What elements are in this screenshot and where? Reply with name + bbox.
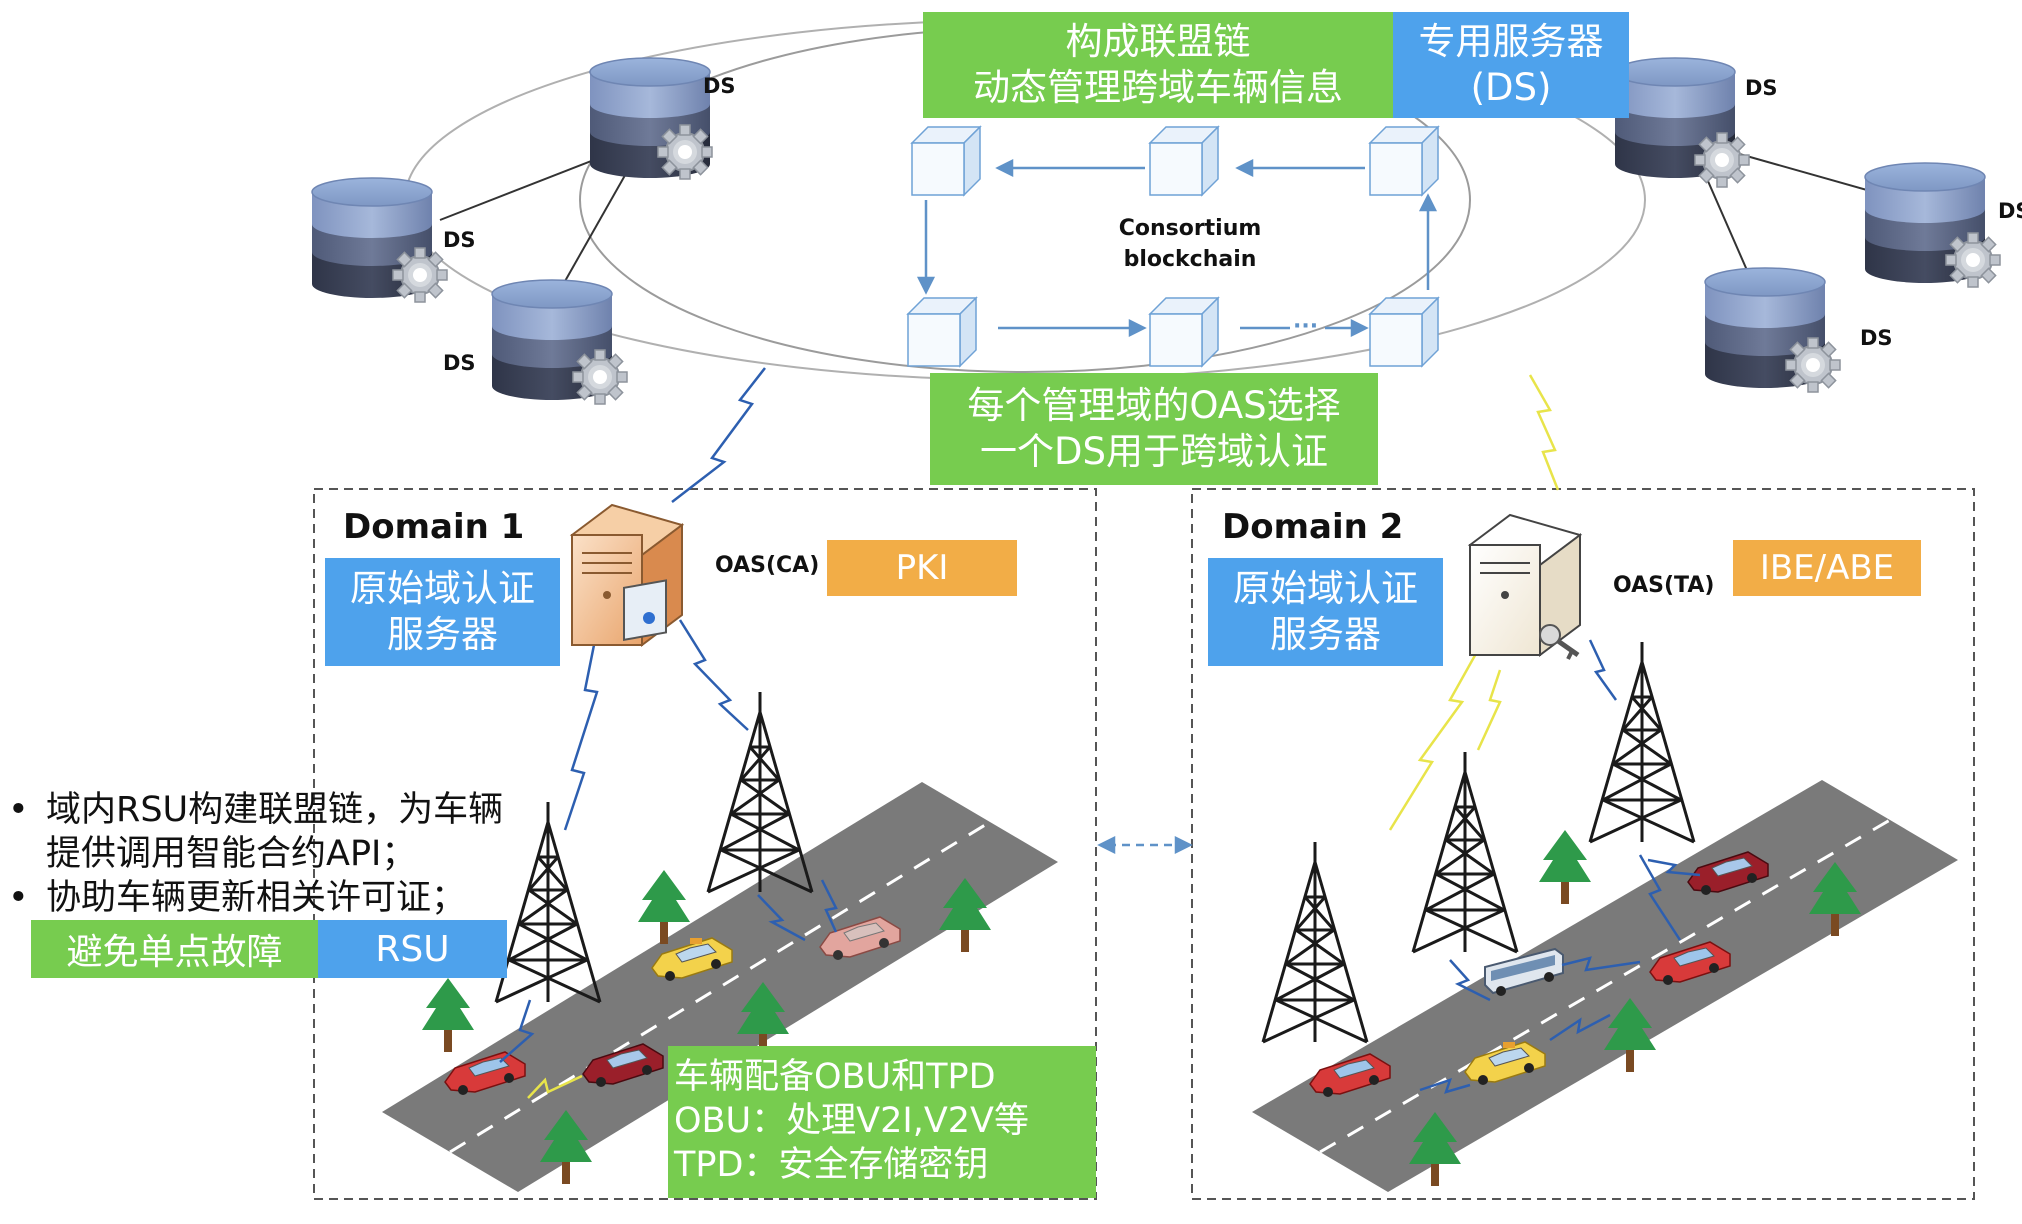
oas-ta-label: OAS(TA) xyxy=(1613,573,1714,598)
ds-database-icon[interactable] xyxy=(1614,57,1750,188)
ds-database-icon[interactable] xyxy=(1864,162,2001,288)
blockchain-block-icon xyxy=(1369,297,1439,367)
ds-database-icon[interactable] xyxy=(1704,267,1841,393)
callout-line: 服务器 xyxy=(1270,613,1381,656)
blockchain-block-icon xyxy=(1149,126,1219,196)
callout-line: 一个DS用于跨域认证 xyxy=(980,430,1328,473)
ds-database-icon[interactable] xyxy=(589,57,713,180)
domain2-box xyxy=(1191,488,1975,1200)
oas-ca-server-icon[interactable] xyxy=(569,503,685,647)
rsu-notes-list: 域内RSU构建联盟链，为车辆提供调用智能合约API； 协助车辆更新相关许可证； xyxy=(8,788,528,920)
blockchain-block-icon xyxy=(1149,297,1219,367)
domain1-title: Domain 1 xyxy=(343,507,525,547)
ds-label: DS xyxy=(443,228,476,252)
ds-database-icon[interactable] xyxy=(311,177,448,303)
blockchain-arrows xyxy=(916,158,1438,338)
blockchain-block-icon xyxy=(907,297,977,367)
avoid-single-point-callout: 避免单点故障 xyxy=(31,920,318,978)
blockchain-label: blockchain xyxy=(1124,247,1257,272)
blockchain-block-icon xyxy=(911,126,981,196)
oas-select-ds-callout: 每个管理域的OAS选择 一个DS用于跨域认证 xyxy=(930,373,1378,485)
oas-ca-label: OAS(CA) xyxy=(715,553,819,578)
ellipsis-dots: ··· xyxy=(1293,314,1318,339)
rsu-badge: RSU xyxy=(318,920,507,978)
road-domain2 xyxy=(1252,780,1958,1192)
callout-line: 每个管理域的OAS选择 xyxy=(967,383,1341,427)
callout-line: 车辆配备OBU和TPD xyxy=(674,1057,996,1098)
blockchain-label: Consortium xyxy=(1119,216,1262,241)
ds-label: DS xyxy=(703,74,736,98)
rsu-tower-icon[interactable] xyxy=(1411,750,1519,954)
rsu-tower-icon[interactable] xyxy=(1261,840,1369,1044)
callout-line: TPD：安全存储密钥 xyxy=(674,1144,989,1185)
oas-ta-server-icon[interactable] xyxy=(1467,513,1583,660)
rsu-tower-icon[interactable] xyxy=(1588,640,1696,844)
ds-label: DS xyxy=(1745,76,1778,100)
domain2-title: Domain 2 xyxy=(1222,507,1404,547)
callout-line: 动态管理跨域车辆信息 xyxy=(973,66,1343,109)
vehicle-obu-tpd-callout: 车辆配备OBU和TPD OBU：处理V2I,V2V等 TPD：安全存储密钥 xyxy=(668,1046,1096,1198)
blockchain-block-icon xyxy=(1369,126,1439,196)
ds-label: DS xyxy=(1860,326,1893,350)
dedicated-server-callout: 专用服务器 (DS) xyxy=(1393,12,1629,118)
ds-label: DS xyxy=(1998,199,2022,223)
callout-line: 原始域认证 xyxy=(1233,566,1418,610)
callout-line: 专用服务器 xyxy=(1418,19,1604,63)
bus-icon[interactable] xyxy=(1484,947,1564,996)
callout-line: 构成联盟链 xyxy=(1065,19,1251,63)
callout-line: (DS) xyxy=(1470,66,1552,109)
ds-label: DS xyxy=(443,351,476,375)
pki-badge: PKI xyxy=(827,540,1017,596)
domain-link-arrow xyxy=(1097,835,1193,855)
ds-database-icon[interactable] xyxy=(491,279,628,405)
domain1-auth-server-callout: 原始域认证 服务器 xyxy=(325,558,560,666)
rsu-note-item: 协助车辆更新相关许可证； xyxy=(8,876,528,920)
wireless-links xyxy=(499,367,1701,1099)
rsu-note-item: 域内RSU构建联盟链，为车辆提供调用智能合约API； xyxy=(8,788,528,876)
callout-line: OBU：处理V2I,V2V等 xyxy=(674,1101,1029,1142)
callout-line: 原始域认证 xyxy=(350,566,535,610)
ibe-abe-badge: IBE/ABE xyxy=(1733,540,1921,596)
domain2-auth-server-callout: 原始域认证 服务器 xyxy=(1208,558,1443,666)
tree-icon xyxy=(422,978,474,1052)
callout-line: 服务器 xyxy=(387,613,498,656)
consortium-chain-callout: 构成联盟链 动态管理跨域车辆信息 xyxy=(923,12,1393,118)
tree-icon xyxy=(1539,830,1591,904)
